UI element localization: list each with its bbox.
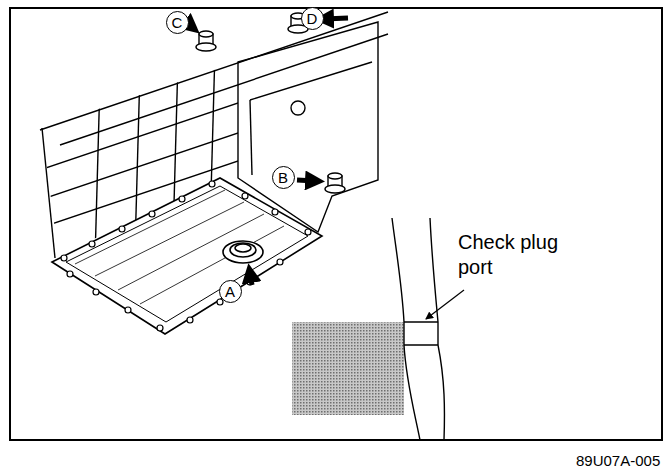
callout-letter: A bbox=[225, 284, 235, 299]
callout-letter: C bbox=[172, 15, 183, 30]
callout-letter: B bbox=[278, 170, 288, 185]
oil-pan bbox=[52, 178, 322, 334]
callout-circle: C bbox=[166, 11, 189, 34]
frame bbox=[10, 8, 662, 440]
check-plug-port-inset bbox=[292, 218, 464, 440]
callout-circle: B bbox=[272, 166, 295, 189]
callout-circle: D bbox=[301, 7, 324, 30]
callout-letter: D bbox=[307, 11, 318, 26]
part-label: Check plug port bbox=[458, 230, 588, 280]
figure-code: 89U07A-005 bbox=[576, 452, 666, 471]
callout-circle: A bbox=[219, 280, 242, 303]
pan-bolts bbox=[61, 181, 311, 331]
check-plugs bbox=[196, 13, 345, 193]
pointer-arrows bbox=[186, 18, 348, 285]
